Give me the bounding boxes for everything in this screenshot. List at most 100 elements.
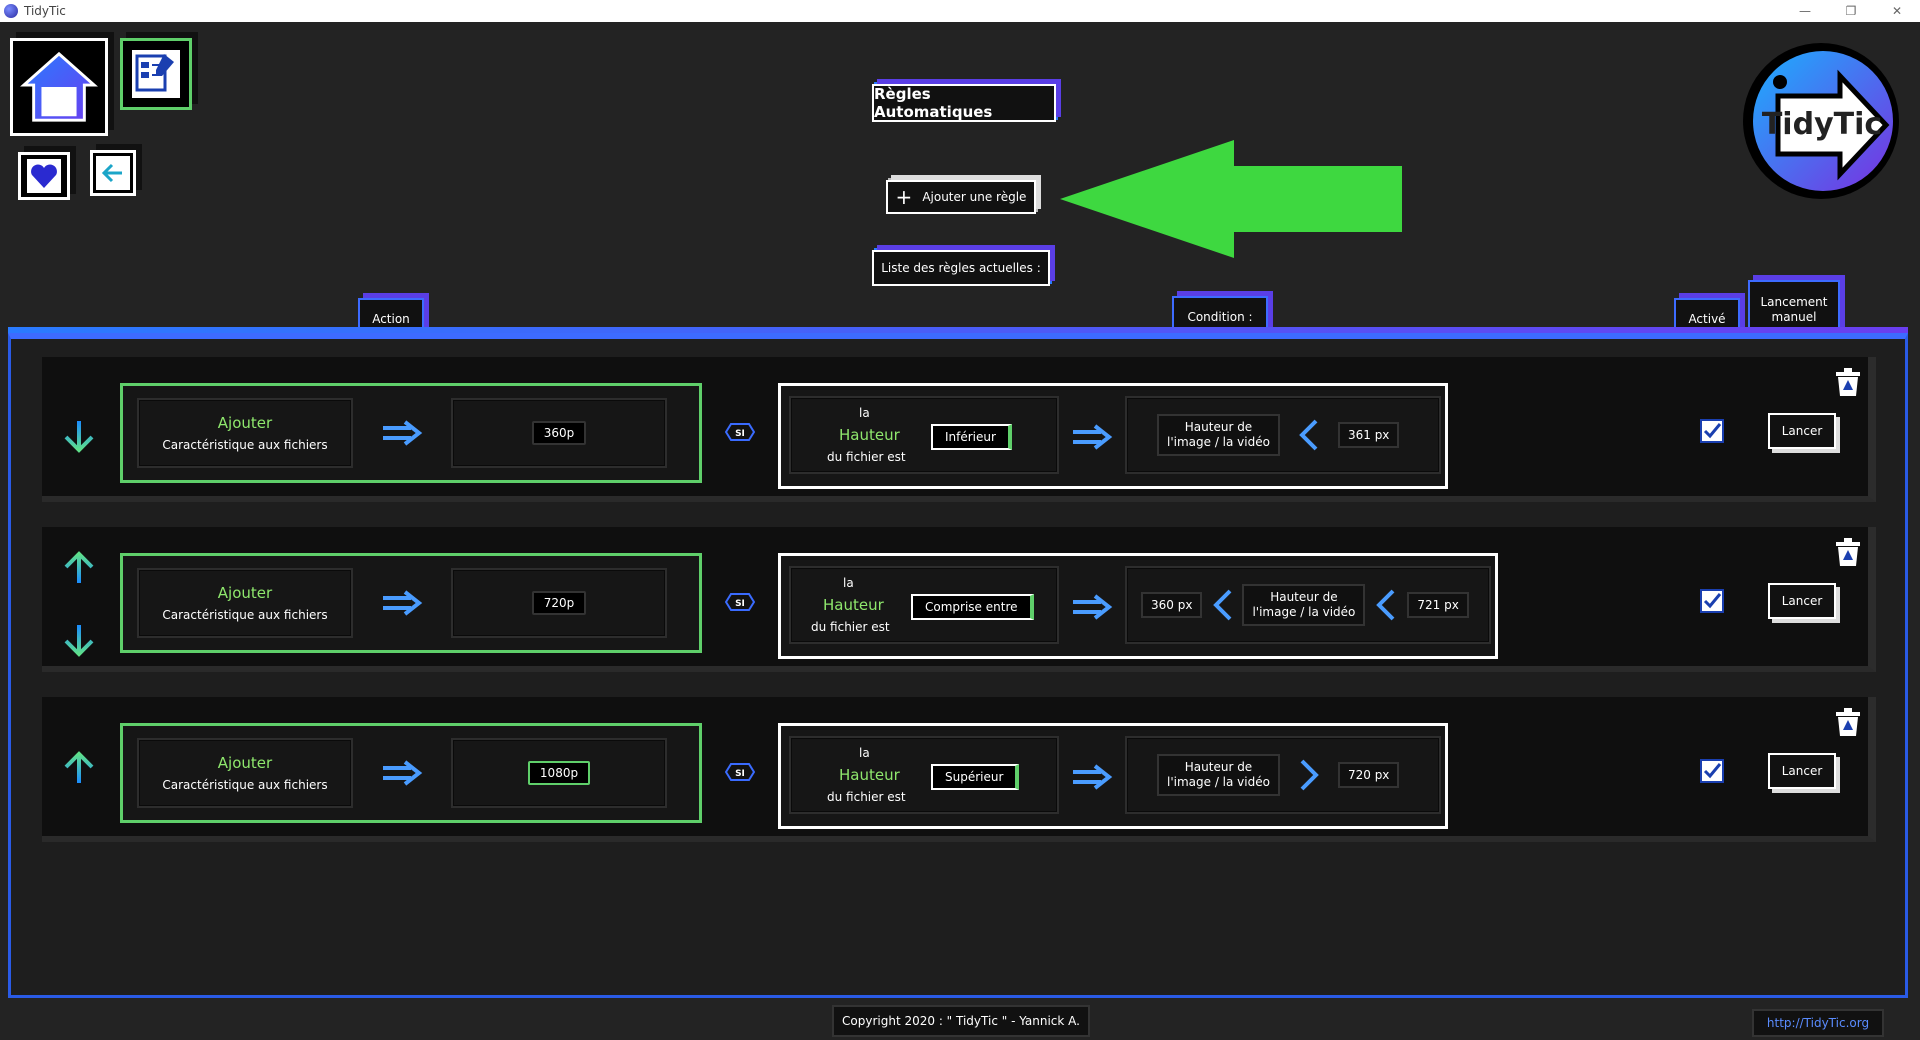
action-type-box[interactable]: Ajouter Caractéristique aux fichiers xyxy=(137,568,353,638)
home-icon xyxy=(20,51,98,122)
add-rule-button[interactable]: + Ajouter une règle xyxy=(886,180,1036,214)
tidytic-logo: TidyTic xyxy=(1743,43,1899,199)
page-title: Règles Automatiques xyxy=(872,84,1056,122)
double-arrow-right-icon xyxy=(383,760,423,786)
subject-line-1: Hauteur de xyxy=(1270,590,1338,604)
condition-attr-box[interactable]: la Hauteur du fichier est Comprise entre xyxy=(789,566,1059,644)
subject-line-1: Hauteur de xyxy=(1184,760,1253,774)
low-bound-value[interactable]: 360 px xyxy=(1141,592,1203,618)
action-value-box[interactable]: 720p xyxy=(451,568,667,638)
restore-button[interactable]: ❐ xyxy=(1845,4,1857,18)
condition-box: la Hauteur du fichier est Inférieur Haut… xyxy=(778,383,1448,489)
condition-box: la Hauteur du fichier est Comprise entre… xyxy=(778,553,1498,659)
double-arrow-right-icon xyxy=(383,420,423,446)
close-button[interactable]: ✕ xyxy=(1891,4,1903,18)
active-checkbox[interactable] xyxy=(1700,419,1724,443)
window-title: TidyTic xyxy=(24,4,66,18)
bound-value[interactable]: 361 px xyxy=(1337,422,1400,448)
column-action-label: Action xyxy=(372,311,410,326)
minimize-button[interactable]: — xyxy=(1799,4,1811,18)
si-text: SI xyxy=(735,429,745,439)
rule-row: Ajouter Caractéristique aux fichiers 720… xyxy=(42,527,1876,672)
launch-button[interactable]: Lancer xyxy=(1768,753,1836,789)
action-value: 1080p xyxy=(527,761,591,785)
column-active-label: Activé xyxy=(1688,311,1726,326)
double-arrow-right-icon xyxy=(1073,764,1113,790)
launch-button[interactable]: Lancer xyxy=(1768,583,1836,619)
arrow-down-icon[interactable] xyxy=(62,419,96,453)
active-checkbox[interactable] xyxy=(1700,589,1724,613)
check-icon xyxy=(1703,763,1722,779)
subject-pill[interactable]: Hauteur de l'image / la vidéo xyxy=(1157,414,1280,456)
page-title-text: Règles Automatiques xyxy=(874,85,993,121)
launch-label: Lancer xyxy=(1781,424,1823,438)
action-box: Ajouter Caractéristique aux fichiers 108… xyxy=(120,723,702,823)
condition-la: la xyxy=(843,576,854,590)
rule-row: Ajouter Caractéristique aux fichiers 108… xyxy=(42,697,1876,842)
subject-pill[interactable]: Hauteur de l'image / la vidéo xyxy=(1157,754,1280,796)
website-link[interactable]: http://TidyTic.org xyxy=(1752,1009,1884,1037)
action-box: Ajouter Caractéristique aux fichiers 720… xyxy=(120,553,702,653)
bound-value[interactable]: 720 px xyxy=(1337,762,1400,788)
rules-list-title-text: Liste des règles actuelles : xyxy=(881,261,1041,275)
action-type-box[interactable]: Ajouter Caractéristique aux fichiers xyxy=(137,738,353,808)
window-titlebar: TidyTic — ❐ ✕ xyxy=(0,0,1920,22)
rules-editor-button[interactable] xyxy=(120,38,192,110)
arrow-left-icon xyxy=(96,156,130,190)
condition-value-box: Hauteur de l'image / la vidéo 361 px xyxy=(1125,396,1441,474)
logo-text: TidyTic xyxy=(1762,107,1882,142)
window-controls: — ❐ ✕ xyxy=(1782,0,1920,22)
heart-icon xyxy=(27,159,61,193)
rule-row: Ajouter Caractéristique aux fichiers 360… xyxy=(42,357,1876,502)
action-value-box[interactable]: 360p xyxy=(451,398,667,468)
action-verb: Ajouter xyxy=(217,754,273,772)
action-verb: Ajouter xyxy=(217,584,273,602)
subject-line-2: l'image / la vidéo xyxy=(1252,605,1356,619)
rules-list-title: Liste des règles actuelles : xyxy=(872,250,1050,286)
comparator-select[interactable]: Supérieur xyxy=(931,764,1020,790)
favorites-button[interactable] xyxy=(18,152,70,200)
home-button[interactable] xyxy=(10,38,108,136)
add-rule-label: Ajouter une règle xyxy=(922,190,1027,204)
launch-button[interactable]: Lancer xyxy=(1768,413,1836,449)
action-value-box[interactable]: 1080p xyxy=(451,738,667,808)
subject-pill[interactable]: Hauteur de l'image / la vidéo xyxy=(1242,584,1366,626)
trash-icon[interactable] xyxy=(1834,707,1862,737)
action-verb: Ajouter xyxy=(217,414,273,432)
action-value: 360p xyxy=(531,421,587,445)
hint-arrow-icon xyxy=(1060,140,1402,258)
action-value: 720p xyxy=(531,591,587,615)
arrow-down-icon[interactable] xyxy=(62,623,96,657)
si-text: SI xyxy=(735,769,745,779)
copyright-label: Copyright 2020 : " TidyTic " - Yannick A… xyxy=(842,1014,1080,1028)
condition-la: la xyxy=(859,406,870,420)
condition-value-box: Hauteur de l'image / la vidéo 720 px xyxy=(1125,736,1441,814)
subject-line-1: Hauteur de xyxy=(1184,420,1253,434)
subject-line-2: l'image / la vidéo xyxy=(1167,435,1270,449)
greater-than-icon xyxy=(1300,759,1319,791)
high-bound-value[interactable]: 721 px xyxy=(1407,592,1469,618)
trash-icon[interactable] xyxy=(1834,367,1862,397)
condition-box: la Hauteur du fichier est Supérieur Haut… xyxy=(778,723,1448,829)
condition-value-box: 360 px Hauteur de l'image / la vidéo 721… xyxy=(1125,566,1491,644)
plus-icon: + xyxy=(895,185,913,209)
trash-icon[interactable] xyxy=(1834,537,1862,567)
comparator-select[interactable]: Inférieur xyxy=(931,424,1012,450)
check-icon xyxy=(1703,593,1722,609)
active-checkbox[interactable] xyxy=(1700,759,1724,783)
action-type-box[interactable]: Ajouter Caractéristique aux fichiers xyxy=(137,398,353,468)
condition-attr: Hauteur xyxy=(839,766,900,784)
arrow-up-icon[interactable] xyxy=(62,551,96,585)
si-text: SI xyxy=(735,599,745,609)
check-icon xyxy=(1703,423,1722,439)
condition-attr-box[interactable]: la Hauteur du fichier est Supérieur xyxy=(789,736,1059,814)
comparator-select[interactable]: Comprise entre xyxy=(911,594,1034,620)
less-than-icon xyxy=(1299,419,1318,451)
column-manual-label-1: Lancement xyxy=(1760,295,1828,309)
arrow-up-icon[interactable] xyxy=(62,751,96,785)
si-icon: SI xyxy=(725,423,755,441)
condition-attr-box[interactable]: la Hauteur du fichier est Inférieur xyxy=(789,396,1059,474)
back-button[interactable] xyxy=(90,150,136,196)
less-than-icon xyxy=(1213,589,1232,621)
action-target: Caractéristique aux fichiers xyxy=(162,778,328,792)
